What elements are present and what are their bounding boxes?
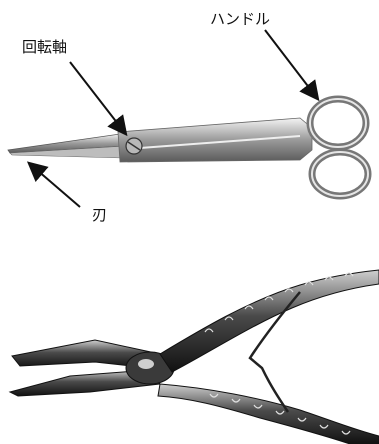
- rongeur-photo: [0, 262, 379, 444]
- pivot-arrow: [70, 62, 125, 133]
- label-blade: 刃: [92, 204, 107, 225]
- scissors: [8, 99, 368, 196]
- label-handle: ハンドル: [210, 8, 270, 29]
- scissors-shank: [118, 118, 312, 162]
- label-pivot: 回転軸: [22, 36, 67, 57]
- blade-arrow: [30, 164, 80, 207]
- handle-arrow: [265, 30, 317, 98]
